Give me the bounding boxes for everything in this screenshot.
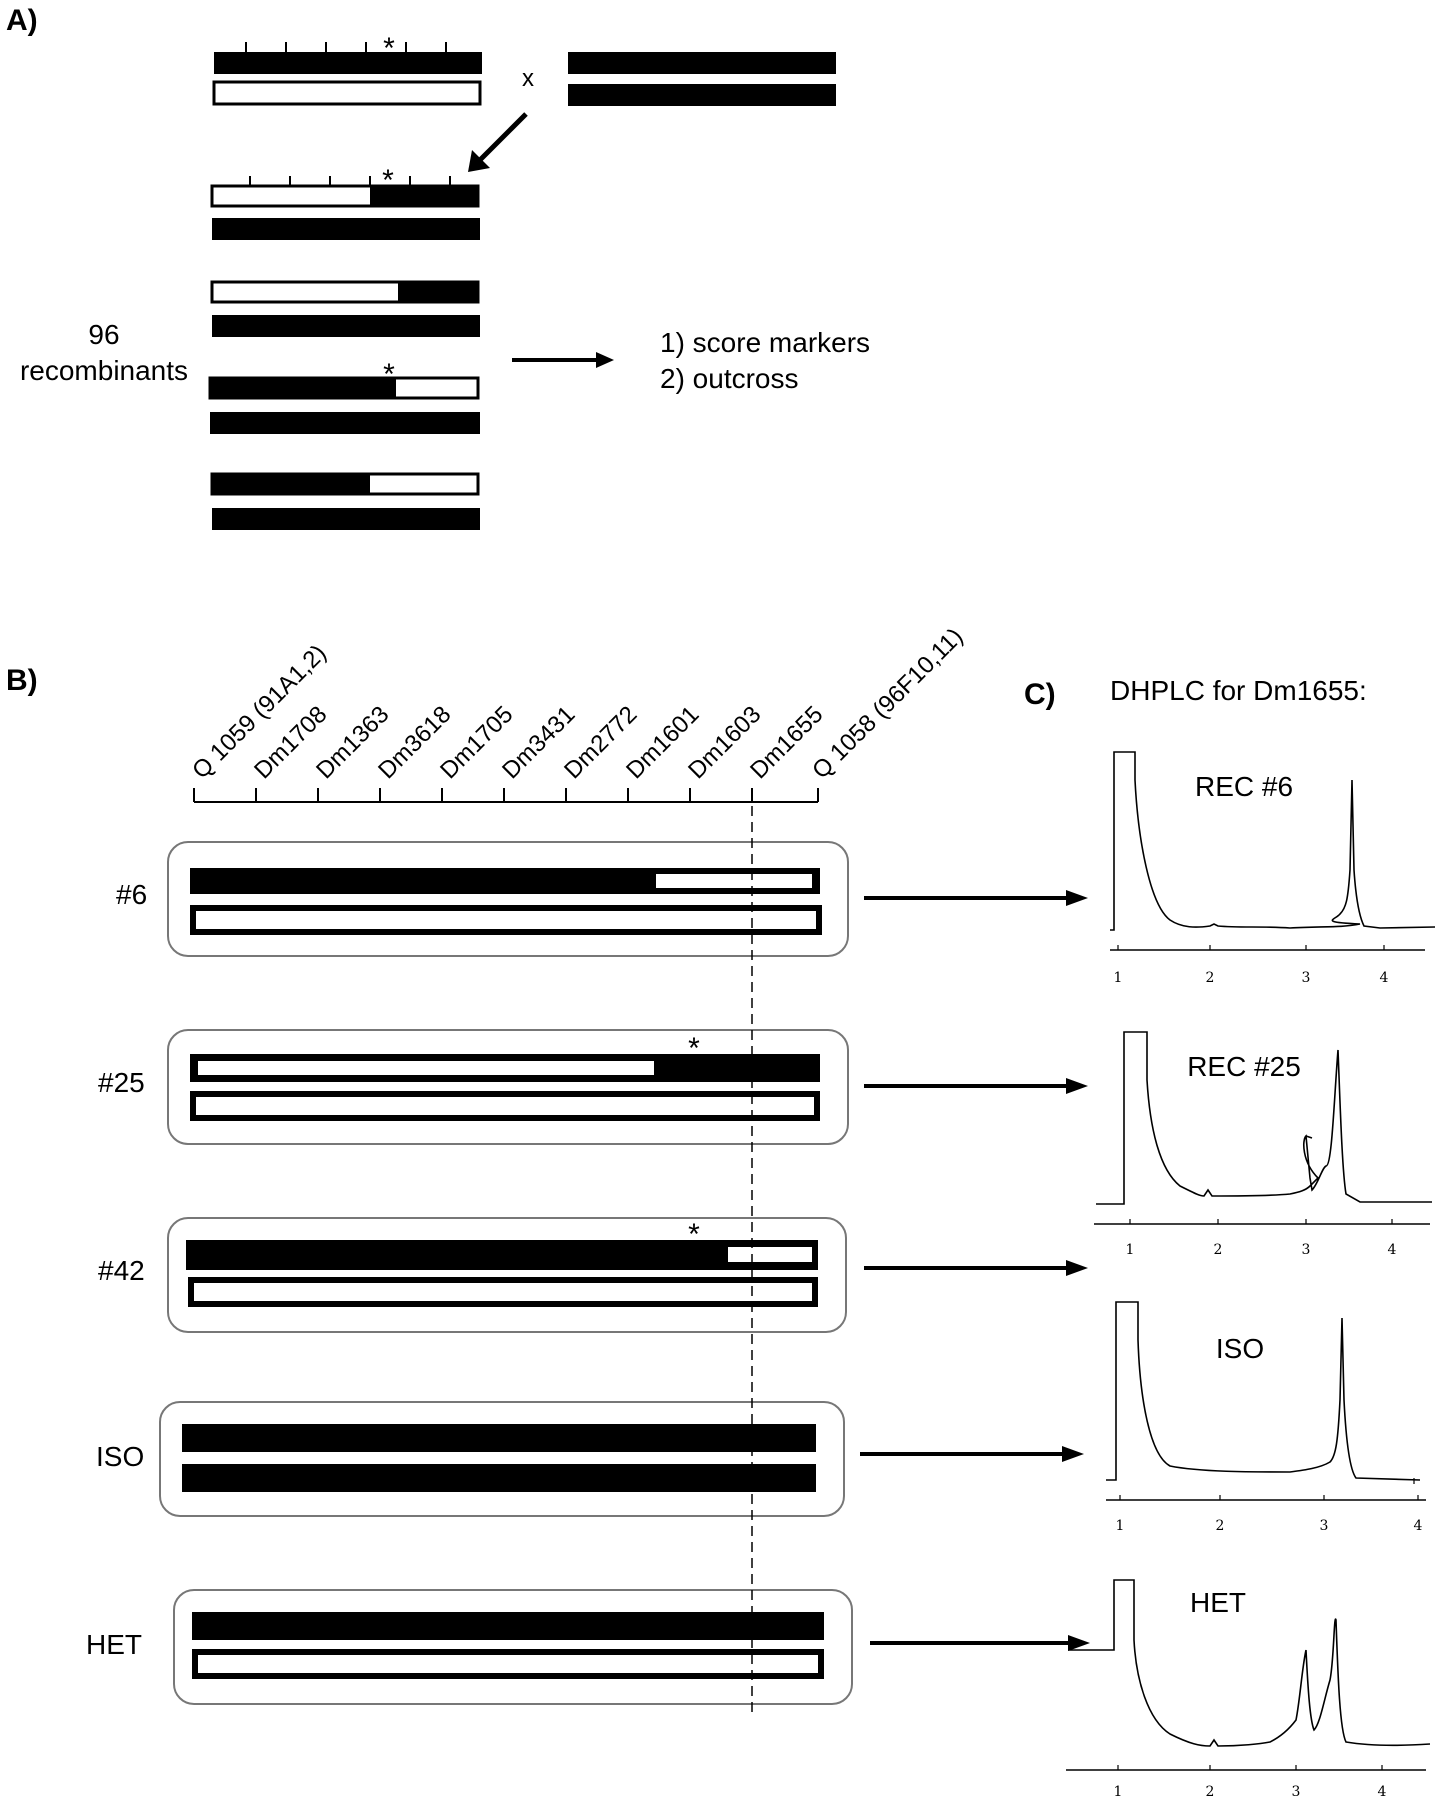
panel-c-title: DHPLC for Dm1655:: [1110, 675, 1367, 706]
recombinant-row-iso: ISO: [96, 1401, 845, 1517]
cross-symbol: x: [522, 65, 534, 92]
chromatogram-line: [1110, 751, 1436, 931]
row-label: HET: [86, 1629, 142, 1660]
chromatogram-line: [1106, 1301, 1421, 1481]
row-label: #6: [116, 879, 147, 910]
parent-chromosome-white: [212, 80, 482, 106]
recombinant-row-het: HET: [86, 1589, 853, 1705]
axis-tick-label: 2: [1206, 970, 1215, 986]
mutation-asterisk: *: [383, 358, 395, 391]
chromatogram-line: [1096, 1031, 1432, 1205]
axis-tick-label: 4: [1380, 970, 1389, 986]
mutation-asterisk: *: [688, 1218, 700, 1251]
marker-axis: [193, 788, 819, 803]
recombinants-label: recombinants: [20, 355, 188, 386]
trace-title: REC #6: [1195, 771, 1293, 802]
trace-title: REC #25: [1187, 1051, 1301, 1082]
step-score-markers: 1) score markers: [660, 327, 870, 358]
row-label: #25: [98, 1067, 145, 1098]
row-label: ISO: [96, 1441, 144, 1472]
axis-tick-label: 3: [1292, 1784, 1301, 1800]
panel-c: C) DHPLC for Dm1655: 1 2 3 4 REC #6: [1024, 675, 1436, 1800]
axis-tick-label: 2: [1216, 1518, 1225, 1534]
trace-title: HET: [1190, 1587, 1246, 1618]
cross-arrow: [468, 112, 528, 172]
parent-chromosome-pair-right: [568, 52, 836, 106]
axis-tick-label: 1: [1114, 970, 1123, 986]
recombinant-row-6: #6: [116, 841, 849, 957]
axis-tick-label: 4: [1388, 1242, 1397, 1258]
axis-tick-label: 3: [1320, 1518, 1329, 1534]
row-frame: [167, 841, 849, 957]
dhplc-trace-rec6: 1 2 3 4 REC #6: [1110, 751, 1436, 986]
axis-tick-label: 4: [1378, 1784, 1387, 1800]
recombinant-count: 96: [88, 319, 119, 350]
dhplc-trace-het: 1 2 3 4 HET: [1066, 1579, 1431, 1800]
step-outcross: 2) outcross: [660, 363, 799, 394]
recombinant-1: *: [210, 164, 480, 240]
axis-tick-label: 2: [1214, 1242, 1223, 1258]
dhplc-trace-iso: 1 2 3 4 ISO: [1106, 1301, 1426, 1534]
panel-b-label: B): [6, 664, 38, 697]
mutation-asterisk: *: [382, 164, 394, 197]
parent-chromosome-pair-left: *: [212, 32, 482, 106]
mutation-asterisk: *: [383, 32, 395, 65]
panel-a-label: A): [6, 4, 38, 37]
parent-chromosome-black: [568, 52, 836, 74]
mutation-asterisk: *: [688, 1032, 700, 1065]
axis-tick-label: 3: [1302, 1242, 1311, 1258]
parent-chromosome-black: [568, 84, 836, 106]
recombinant-3: *: [208, 358, 480, 434]
axis-tick-label: 3: [1302, 970, 1311, 986]
axis-tick-label: 1: [1116, 1518, 1125, 1534]
recombinant-4: [210, 472, 480, 530]
row-frame: [167, 1029, 849, 1145]
recombinant-row-42: * #42: [98, 1217, 847, 1333]
row-frame: [173, 1589, 853, 1705]
row-label: #42: [98, 1255, 145, 1286]
process-arrow: [512, 352, 614, 368]
panel-b: B) Q 1059 (91A1,2) Dm1708 Dm1363 Dm3618 …: [6, 623, 1090, 1716]
marker-ticks: [245, 42, 447, 52]
dhplc-trace-rec25: 1 2 3 4 REC #25: [1094, 1031, 1432, 1258]
recombinant-2: [210, 280, 480, 337]
axis-tick-label: 2: [1206, 1784, 1215, 1800]
trace-title: ISO: [1216, 1333, 1264, 1364]
panel-c-label: C): [1024, 678, 1056, 711]
row-arrows: [860, 890, 1090, 1651]
parent-chromosome-black: [214, 52, 482, 74]
marker-labels: Q 1059 (91A1,2) Dm1708 Dm1363 Dm3618 Dm1…: [187, 623, 968, 784]
recombinant-row-25: * #25: [98, 1029, 849, 1145]
axis-tick-label: 4: [1414, 1518, 1423, 1534]
row-frame: [159, 1401, 845, 1517]
axis-tick-label: 1: [1114, 1784, 1123, 1800]
axis-tick-label: 1: [1126, 1242, 1135, 1258]
marker-label: Q 1058 (96F10,11): [807, 623, 968, 784]
row-frame: [167, 1217, 847, 1333]
panel-a: A) * x: [6, 4, 870, 530]
chromatogram-line: [1068, 1579, 1431, 1747]
